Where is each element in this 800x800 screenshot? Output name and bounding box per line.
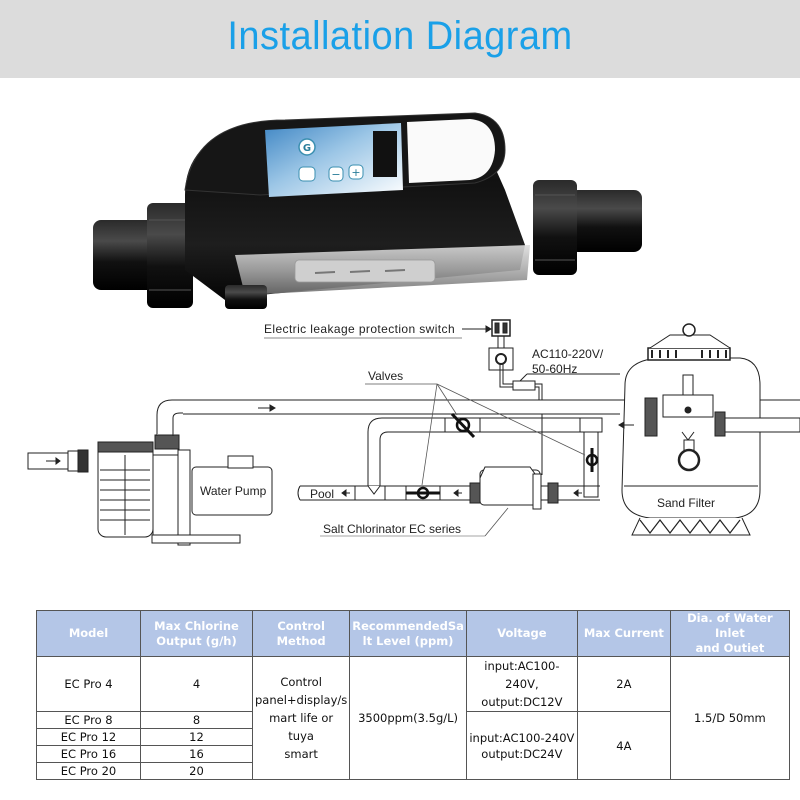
svg-text:−: −	[331, 168, 340, 181]
label-power-supply-line1: AC110-220V/	[532, 347, 604, 361]
electrical-connection	[264, 319, 620, 475]
cell-current-group-2: 4A	[576, 711, 671, 780]
cell-output: 12	[140, 728, 253, 746]
label-chlorinator: Salt Chlorinator EC series	[323, 522, 462, 536]
cell-output: 4	[140, 656, 253, 712]
water-pump	[97, 434, 273, 546]
cell-current-group-1: 2A	[576, 656, 671, 712]
control-panel: G − +	[265, 123, 403, 197]
label-pool: Pool	[310, 487, 335, 501]
table-row: EC Pro 16 16	[36, 745, 790, 763]
cell-dia: 1.5/D 50mm	[669, 656, 790, 780]
left-pipe-fitting	[93, 203, 193, 308]
right-pipe-fitting	[533, 180, 642, 275]
bypass-loop	[367, 412, 603, 498]
cell-salt-level: 3500ppm(3.5g/L)	[349, 656, 467, 780]
cell-voltage-group-2: input:AC100-240V output:DC24V	[465, 711, 578, 780]
table-row: EC Pro 8 8 input:AC100-240V output:DC24V…	[36, 711, 790, 780]
pump-inlet-pipe	[27, 449, 89, 473]
cell-voltage-group-1: input:AC100-240V, output:DC12V	[465, 656, 578, 712]
cell-model: EC Pro 16	[36, 745, 141, 763]
label-power-supply-line2: 50-60Hz	[532, 362, 578, 376]
cell-model: EC Pro 8	[36, 711, 141, 729]
label-water-pump: Water Pump	[200, 484, 267, 498]
cell-model: EC Pro 4	[36, 656, 141, 712]
clear-cell	[235, 245, 530, 295]
cell-control-method: Control panel+display/s mart life or tuy…	[251, 656, 351, 780]
header-max-current: Max Current	[576, 610, 671, 657]
cell-output: 16	[140, 745, 253, 763]
label-valves: Valves	[368, 369, 404, 383]
sand-filter	[618, 323, 800, 536]
svg-text:G: G	[303, 143, 311, 154]
header-model: Model	[36, 610, 141, 657]
cell-model: EC Pro 20	[36, 762, 141, 780]
table-row: EC Pro 20 20	[36, 762, 790, 780]
label-leakage-switch: Electric leakage protection switch	[264, 322, 456, 336]
chlorinator-product-image: G − +	[93, 112, 642, 309]
label-sand-filter: Sand Filter	[657, 496, 716, 510]
installation-schematic	[27, 319, 800, 546]
cell-output: 20	[140, 762, 253, 780]
header-band: Installation Diagram	[0, 0, 800, 78]
table-row: EC Pro 4 4 Control panel+display/s mart …	[36, 656, 790, 780]
cell-output: 8	[140, 711, 253, 729]
chlorinator-schematic	[469, 466, 582, 510]
cell-model: EC Pro 12	[36, 728, 141, 746]
svg-text:+: +	[351, 166, 360, 179]
header-voltage: Voltage	[465, 610, 578, 657]
page-title: Installation Diagram	[227, 14, 573, 58]
valves-leader-lines	[365, 383, 586, 486]
